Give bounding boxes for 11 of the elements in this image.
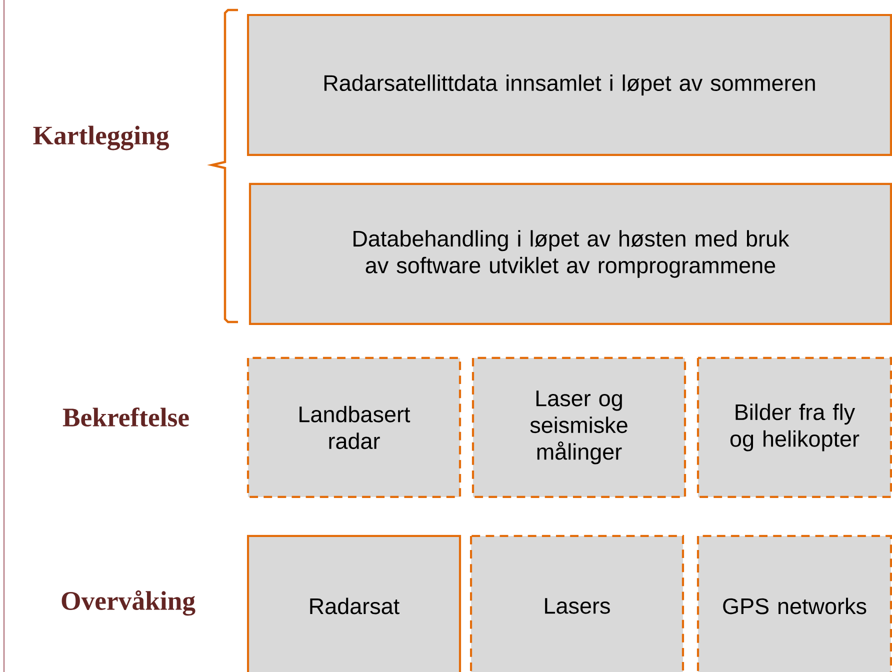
process-box: GPS networks — [696, 534, 892, 672]
process-box: Databehandling i løpet av høsten med bruk av software utviklet av romprogrammene — [248, 182, 892, 326]
process-box: Bilder fra fly og helikopter — [696, 356, 892, 498]
process-box: Laser og seismiske målinger — [472, 356, 686, 498]
process-box: Radarsat — [246, 534, 462, 672]
row-label: Overvåking — [62, 590, 196, 616]
process-box: Landbasert radar — [246, 356, 462, 498]
process-box: Radarsatellittdata innsamlet i løpet av sommeren — [246, 14, 892, 156]
row-label: Kartlegging — [33, 126, 170, 150]
process-box: Lasers — [470, 534, 684, 672]
row-label: Bekreftelse — [62, 407, 189, 427]
